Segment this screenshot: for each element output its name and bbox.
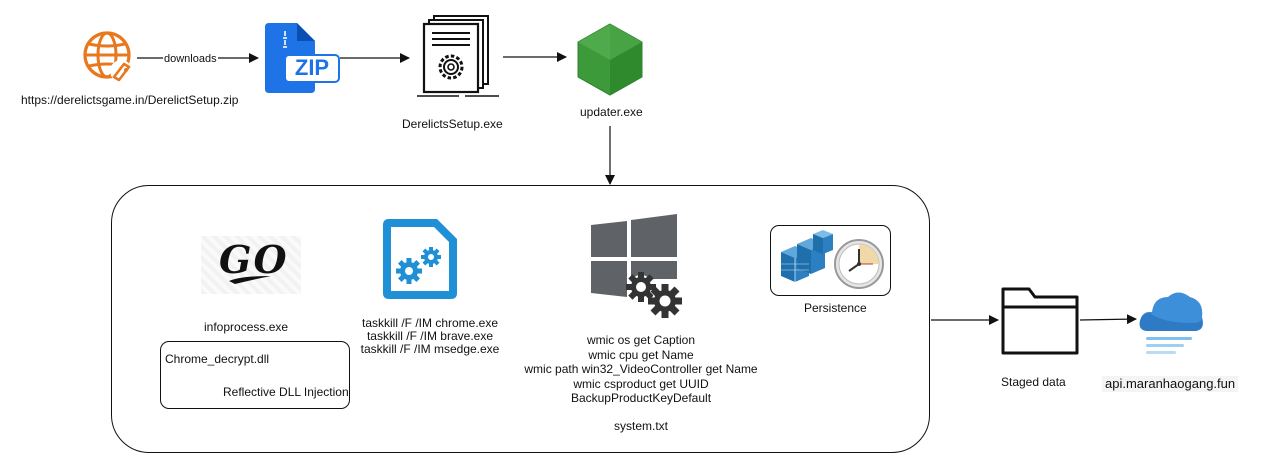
setup-exe-label: DerelictsSetup.exe xyxy=(402,117,503,131)
taskkill-line: taskkill /F /IM msedge.exe xyxy=(360,342,500,357)
dll-technique-label: Reflective DLL Injection xyxy=(223,385,349,399)
go-logo-icon: GO xyxy=(201,236,301,294)
arrow-staged-to-cloud xyxy=(1079,314,1137,325)
dll-box: Chrome_decrypt.dll Reflective DLL Inject… xyxy=(160,341,350,409)
registry-clock-icon xyxy=(777,230,887,292)
globe-icon xyxy=(80,29,136,85)
app-gears-icon xyxy=(379,217,459,301)
edge-label-downloads: downloads xyxy=(163,52,218,66)
persistence-label: Persistence xyxy=(804,301,867,315)
go-logo-text: GO xyxy=(219,237,289,282)
folder-icon xyxy=(999,285,1081,357)
taskkill-line: taskkill /F /IM brave.exe xyxy=(366,329,494,344)
windows-gears-icon xyxy=(589,213,689,323)
wmic-line: BackupProductKeyDefault xyxy=(570,391,712,406)
source-url-label: https://derelictsgame.in/DerelictSetup.z… xyxy=(21,93,239,107)
taskkill-commands: taskkill /F /IM chrome.exe taskkill /F /… xyxy=(355,316,505,357)
zip-icon-text: ZIP xyxy=(294,55,330,80)
zip-file-icon: ZIP xyxy=(263,23,341,93)
infoprocess-label: infoprocess.exe xyxy=(204,320,289,334)
taskkill-line: taskkill /F /IM chrome.exe xyxy=(361,316,499,330)
wmic-line: wmic path win32_VideoController get Name xyxy=(524,362,758,377)
dll-name-label: Chrome_decrypt.dll xyxy=(165,352,270,366)
payload-container xyxy=(111,185,930,453)
persistence-box xyxy=(770,225,891,296)
wmic-line: wmic csproduct get UUID xyxy=(573,376,709,391)
wmic-line: wmic os get Caption xyxy=(586,333,696,347)
wmic-commands: wmic os get Caption wmic cpu get Name wm… xyxy=(511,333,771,406)
staged-data-label: Staged data xyxy=(1001,375,1066,389)
document-gear-icon xyxy=(413,15,503,99)
c2-domain-label: api.maranhaogang.fun xyxy=(1102,376,1239,392)
nodejs-hexagon-icon xyxy=(574,22,646,96)
updater-exe-label: updater.exe xyxy=(580,105,643,119)
cloud-icon xyxy=(1138,283,1206,361)
system-txt-label: system.txt xyxy=(614,419,669,433)
wmic-line: wmic cpu get Name xyxy=(588,347,694,362)
